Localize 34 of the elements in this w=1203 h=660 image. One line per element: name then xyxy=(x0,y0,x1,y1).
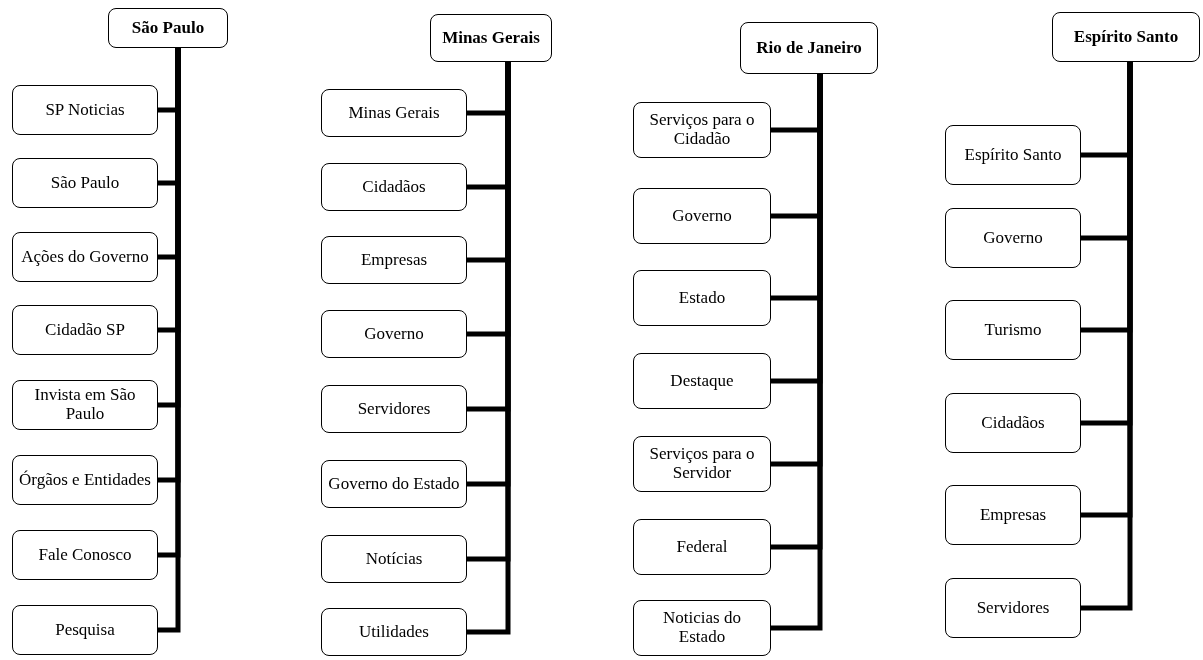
state-box: São Paulo xyxy=(108,8,228,48)
category-box: Governo xyxy=(633,188,771,244)
category-box: Estado xyxy=(633,270,771,326)
category-box: Ações do Governo xyxy=(12,232,158,282)
state-box: Minas Gerais xyxy=(430,14,552,62)
category-box: Governo xyxy=(945,208,1081,268)
category-box: Empresas xyxy=(945,485,1081,545)
category-box: Governo xyxy=(321,310,467,358)
category-box: Destaque xyxy=(633,353,771,409)
category-box: Cidadãos xyxy=(945,393,1081,453)
category-box: Órgãos e Entidades xyxy=(12,455,158,505)
category-box: Governo do Estado xyxy=(321,460,467,508)
category-box: Serviços para o Cidadão xyxy=(633,102,771,158)
category-box: Servidores xyxy=(321,385,467,433)
category-box: Notícias xyxy=(321,535,467,583)
category-box: Minas Gerais xyxy=(321,89,467,137)
category-box: Cidadãos xyxy=(321,163,467,211)
state-box: Espírito Santo xyxy=(1052,12,1200,62)
category-box: Empresas xyxy=(321,236,467,284)
category-box: Turismo xyxy=(945,300,1081,360)
category-box: Noticias do Estado xyxy=(633,600,771,656)
category-box: Serviços para o Servidor xyxy=(633,436,771,492)
category-box: Federal xyxy=(633,519,771,575)
category-box: Fale Conosco xyxy=(12,530,158,580)
category-box: São Paulo xyxy=(12,158,158,208)
category-box: SP Noticias xyxy=(12,85,158,135)
category-box: Pesquisa xyxy=(12,605,158,655)
category-box: Invista em São Paulo xyxy=(12,380,158,430)
category-box: Cidadão SP xyxy=(12,305,158,355)
category-box: Utilidades xyxy=(321,608,467,656)
connector-line xyxy=(1081,62,1133,611)
category-box: Servidores xyxy=(945,578,1081,638)
category-box: Espírito Santo xyxy=(945,125,1081,185)
state-box: Rio de Janeiro xyxy=(740,22,878,74)
